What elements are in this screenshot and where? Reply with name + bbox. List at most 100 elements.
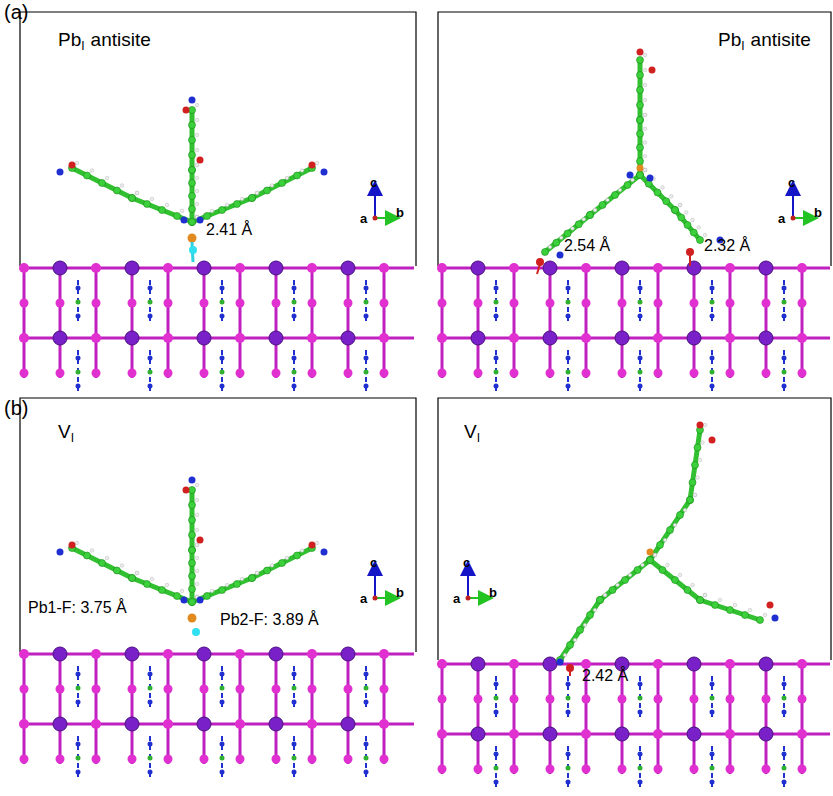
atom: [609, 587, 616, 594]
atom: [76, 742, 81, 747]
atom: [672, 207, 679, 214]
atom: [315, 161, 319, 165]
bond: [477, 664, 480, 774]
atom: [210, 209, 214, 213]
bond: [347, 268, 350, 378]
bond: [689, 254, 691, 266]
atom: [53, 331, 67, 345]
atom: [189, 547, 196, 554]
atom: [557, 252, 564, 259]
atom: [672, 577, 679, 584]
atom: [292, 300, 297, 305]
atom: [634, 567, 641, 574]
atom: [272, 299, 281, 308]
atom: [690, 299, 699, 308]
atom: [308, 755, 317, 764]
atom: [341, 717, 355, 731]
panel-frame: [438, 398, 831, 660]
atom: [220, 300, 225, 305]
axis-label: a: [778, 212, 785, 225]
atom: [200, 685, 209, 694]
atom: [759, 261, 773, 275]
atom: [364, 370, 369, 375]
atom: [53, 647, 67, 661]
atom: [76, 756, 81, 761]
bond: [59, 654, 62, 764]
atom: [471, 727, 485, 741]
atom: [76, 300, 81, 305]
atom: [19, 263, 29, 273]
atom: [292, 356, 297, 361]
atom: [566, 696, 571, 701]
atom: [653, 333, 663, 343]
atom: [148, 700, 153, 705]
bond: [190, 110, 195, 222]
atom: [180, 209, 184, 213]
atom: [92, 755, 101, 764]
atom: [197, 261, 211, 275]
atom: [279, 180, 286, 187]
atom: [188, 614, 197, 623]
atom: [697, 237, 704, 244]
atom: [195, 163, 199, 167]
atom: [220, 756, 225, 761]
atom: [128, 755, 137, 764]
atom: [782, 314, 787, 319]
bond: [203, 654, 206, 764]
atom: [269, 647, 283, 661]
atom: [563, 653, 567, 657]
atom: [494, 384, 499, 389]
atom: [380, 685, 389, 694]
atom: [148, 356, 153, 361]
defect-label: I: [477, 432, 480, 444]
atom: [379, 333, 389, 343]
atom: [557, 659, 564, 666]
atom: [135, 571, 139, 575]
atom: [798, 765, 807, 774]
atom: [56, 299, 65, 308]
atom: [308, 369, 317, 378]
atom: [437, 263, 447, 273]
atom: [76, 700, 81, 705]
atom: [618, 188, 622, 192]
atom: [309, 162, 316, 169]
atom: [690, 369, 699, 378]
atom: [270, 184, 274, 188]
atom: [148, 286, 153, 291]
atom: [782, 766, 787, 771]
atom: [379, 263, 389, 273]
atom: [690, 695, 699, 704]
atom: [474, 299, 483, 308]
atom: [603, 593, 607, 597]
atom: [725, 659, 735, 669]
atom: [638, 314, 643, 319]
axis-label: b: [814, 206, 822, 219]
atom: [364, 742, 369, 747]
atom: [581, 333, 591, 343]
atom: [566, 286, 571, 291]
distance-label: 2.41 Å: [206, 222, 252, 238]
atom: [474, 765, 483, 774]
atom: [782, 300, 787, 305]
atom: [645, 180, 652, 187]
atom: [638, 696, 643, 701]
atom: [510, 299, 519, 308]
atom: [341, 261, 355, 275]
atom: [69, 162, 76, 169]
atom: [235, 333, 245, 343]
atom: [637, 172, 644, 179]
atom: [678, 214, 685, 221]
atom: [797, 729, 807, 739]
atom: [782, 370, 787, 375]
atom: [762, 695, 771, 704]
atom: [638, 710, 643, 715]
axis-label: c: [788, 176, 795, 189]
atom: [76, 384, 81, 389]
atom: [678, 203, 682, 207]
bond: [801, 664, 804, 774]
atom: [637, 102, 644, 109]
atom: [494, 696, 499, 701]
defect-label: I: [741, 40, 744, 52]
atom: [581, 729, 591, 739]
atom: [643, 168, 647, 172]
